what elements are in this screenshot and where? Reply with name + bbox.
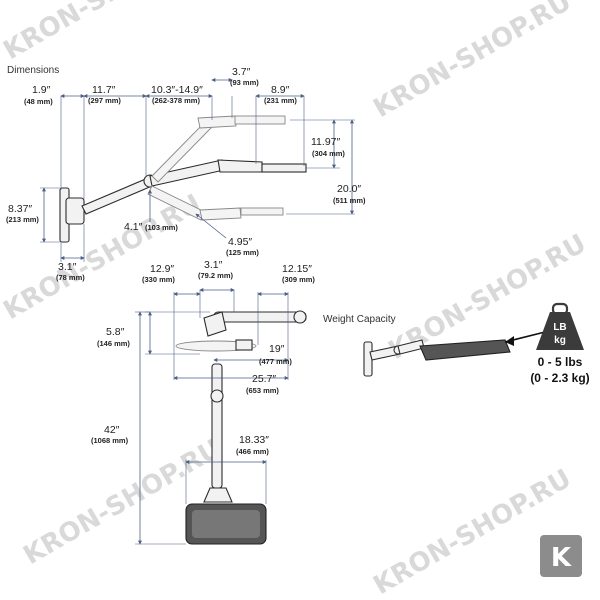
dim-4-95-value: 4.95″ (228, 236, 252, 248)
dim-20-0-metric: (511 mm) (333, 196, 366, 205)
tray-down-ghost (199, 207, 242, 221)
tray-up-ghost (197, 115, 237, 129)
dim-12-15-metric: (309 mm) (282, 275, 315, 284)
keyboard-up-ghost (234, 115, 286, 125)
watermark-text: KRON-SHOP.RU (0, 0, 206, 66)
weight-capacity-heading: Weight Capacity (323, 314, 396, 325)
weight-unit-lb: LB (553, 322, 566, 333)
dim-18-33-value: 18.33″ (239, 434, 269, 446)
weight-capacity-illustration (363, 331, 546, 377)
forearm-up-ghost (151, 121, 212, 183)
dim-11-97-value: 11.97″ (311, 136, 340, 148)
top-view-dimension-lines (135, 288, 289, 545)
dim-3-1-side-value: 3.1″ (58, 261, 77, 273)
dim-12-9-value: 12.9″ (150, 263, 174, 275)
keyboard-down-ghost (240, 207, 284, 216)
wall-bracket (65, 197, 85, 225)
dim-1-9-value: 1.9″ (32, 84, 51, 96)
dim-12-15-value: 12.15″ (282, 263, 312, 275)
tray-clamp (203, 487, 233, 503)
dim-11-7-value: 11.7″ (92, 84, 116, 96)
dim-18-33-metric: (466 mm) (236, 447, 269, 456)
dimensions-heading: Dimensions (7, 65, 59, 76)
top-view-drawing (175, 310, 307, 545)
keyboard-tray-surface (192, 510, 260, 538)
dim-19-value: 19″ (269, 343, 285, 355)
weight-unit-kg: kg (554, 335, 566, 346)
dim-20-0-value: 20.0″ (337, 183, 361, 195)
dim-42-metric: (1068 mm) (91, 436, 129, 445)
weight-arrow-head (505, 336, 514, 346)
dim-42-value: 42″ (104, 424, 120, 436)
k-badge-letter: K (551, 543, 572, 573)
k-badge: K (540, 535, 582, 577)
weight-wall-plate (363, 341, 373, 377)
keyboard-mid (261, 163, 307, 173)
dim-3-7-value: 3.7″ (232, 66, 251, 78)
vertical-arm (211, 363, 223, 489)
dim-3-1-top-value: 3.1″ (204, 259, 223, 271)
top-arm-bar (213, 311, 307, 323)
dim-25-7-metric: (653 mm) (246, 386, 279, 395)
weight-keyboard-tray (419, 339, 511, 361)
dim-25-7-value: 25.7″ (252, 373, 276, 385)
top-view-labels: 12.9″ (330 mm) 3.1″ (79.2 mm) 12.15″ (30… (91, 259, 315, 456)
dim-4-1-metric: (103 mm) (145, 223, 178, 232)
watermark-text: KRON-SHOP.RU (369, 0, 577, 124)
weight-icon: LB kg (536, 302, 584, 350)
dim-5-8-value: 5.8″ (106, 326, 125, 338)
dim-4-95-metric: (125 mm) (226, 248, 259, 257)
ghost-mouse-pad (235, 339, 253, 351)
dim-10-3-metric: (262-378 mm) (152, 96, 200, 105)
watermark-text: KRON-SHOP.RU (19, 434, 227, 571)
dim-11-97-metric: (304 mm) (312, 149, 345, 158)
weight-range-kg: (0 - 2.3 kg) (530, 371, 589, 385)
dim-11-7-metric: (297 mm) (88, 96, 121, 105)
dim-10-3-value: 10.3″-14.9″ (151, 84, 203, 96)
top-bracket (203, 311, 227, 337)
dim-8-37-value: 8.37″ (8, 203, 32, 215)
side-view-dimension-lines (40, 78, 355, 262)
lower-arm (81, 177, 153, 215)
dim-8-9-value: 8.9″ (271, 84, 290, 96)
dim-8-37-metric: (213 mm) (6, 215, 39, 224)
side-view-drawing (59, 115, 307, 243)
top-arm-knob (293, 310, 307, 324)
dim-3-1-side-metric: (78 mm) (56, 273, 85, 282)
kettlebell-handle (551, 302, 569, 316)
watermark-text: KRON-SHOP.RU (369, 464, 577, 600)
dim-5-8-metric: (146 mm) (97, 339, 130, 348)
tray-mid (217, 159, 263, 173)
dim-12-9-metric: (330 mm) (142, 275, 175, 284)
dim-3-7-metric: (93 mm) (230, 78, 259, 87)
dim-19-metric: (477 mm) (259, 357, 292, 366)
vertical-joint (210, 389, 224, 403)
dim-1-9-metric: (48 mm) (24, 97, 53, 106)
kettlebell-body (536, 312, 584, 350)
weight-range-lbs: 0 - 5 lbs (538, 355, 583, 369)
dim-4-1-value: 4.1″ (124, 221, 143, 233)
side-view-labels: 1.9″ (48 mm) 11.7″ (297 mm) 10.3″-14.9″ … (6, 66, 366, 282)
dim-8-9-metric: (231 mm) (264, 96, 297, 105)
dim-3-1-top-metric: (79.2 mm) (198, 271, 234, 280)
k-badge-background (540, 535, 582, 577)
